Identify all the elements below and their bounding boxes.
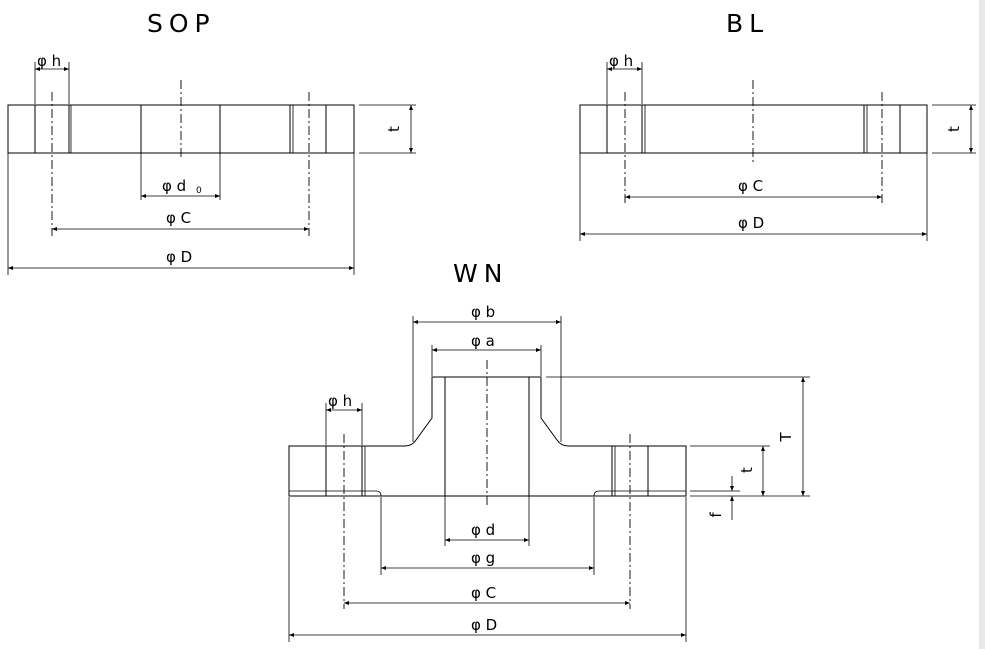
sop-d0-label: φ d	[162, 177, 186, 195]
sop-flange-body	[7, 104, 355, 154]
wn-flange-outline	[288, 376, 687, 497]
sop-c-label: φ C	[166, 209, 191, 227]
bl-h-label: φ h	[609, 52, 633, 70]
bl-d-label: φ D	[738, 214, 764, 232]
wn-d-label: φ d	[471, 521, 495, 539]
bl-t-label: t	[945, 126, 963, 132]
wn-title: WN	[453, 259, 508, 288]
bl-flange-body	[579, 104, 928, 154]
sop-d0-subscript: 0	[196, 186, 202, 196]
wn-T-label: T	[777, 432, 795, 443]
wn-c-label: φ C	[471, 584, 496, 602]
wn-d-outer-label: φ D	[471, 616, 497, 634]
page-edge	[979, 0, 985, 649]
sop-t-label: t	[385, 126, 403, 132]
bl-c-label: φ C	[738, 177, 763, 195]
bl-view: BL φ h t φ C φ D	[579, 9, 976, 241]
wn-g-label: φ g	[471, 549, 495, 567]
wn-view: WN φ b φ a φ h	[288, 259, 810, 642]
sop-h-label: φ h	[37, 52, 61, 70]
wn-t-label: t	[738, 467, 756, 473]
wn-a-label: φ a	[471, 332, 495, 350]
wn-b-label: φ b	[471, 303, 495, 321]
sop-d-label: φ D	[166, 248, 192, 266]
wn-h-label: φ h	[328, 392, 352, 410]
sop-title: SOP	[147, 9, 216, 38]
sop-view: SOP φ h t φ d 0 φ C	[7, 9, 416, 275]
wn-f-label: f	[707, 512, 725, 518]
bl-title: BL	[726, 9, 769, 38]
